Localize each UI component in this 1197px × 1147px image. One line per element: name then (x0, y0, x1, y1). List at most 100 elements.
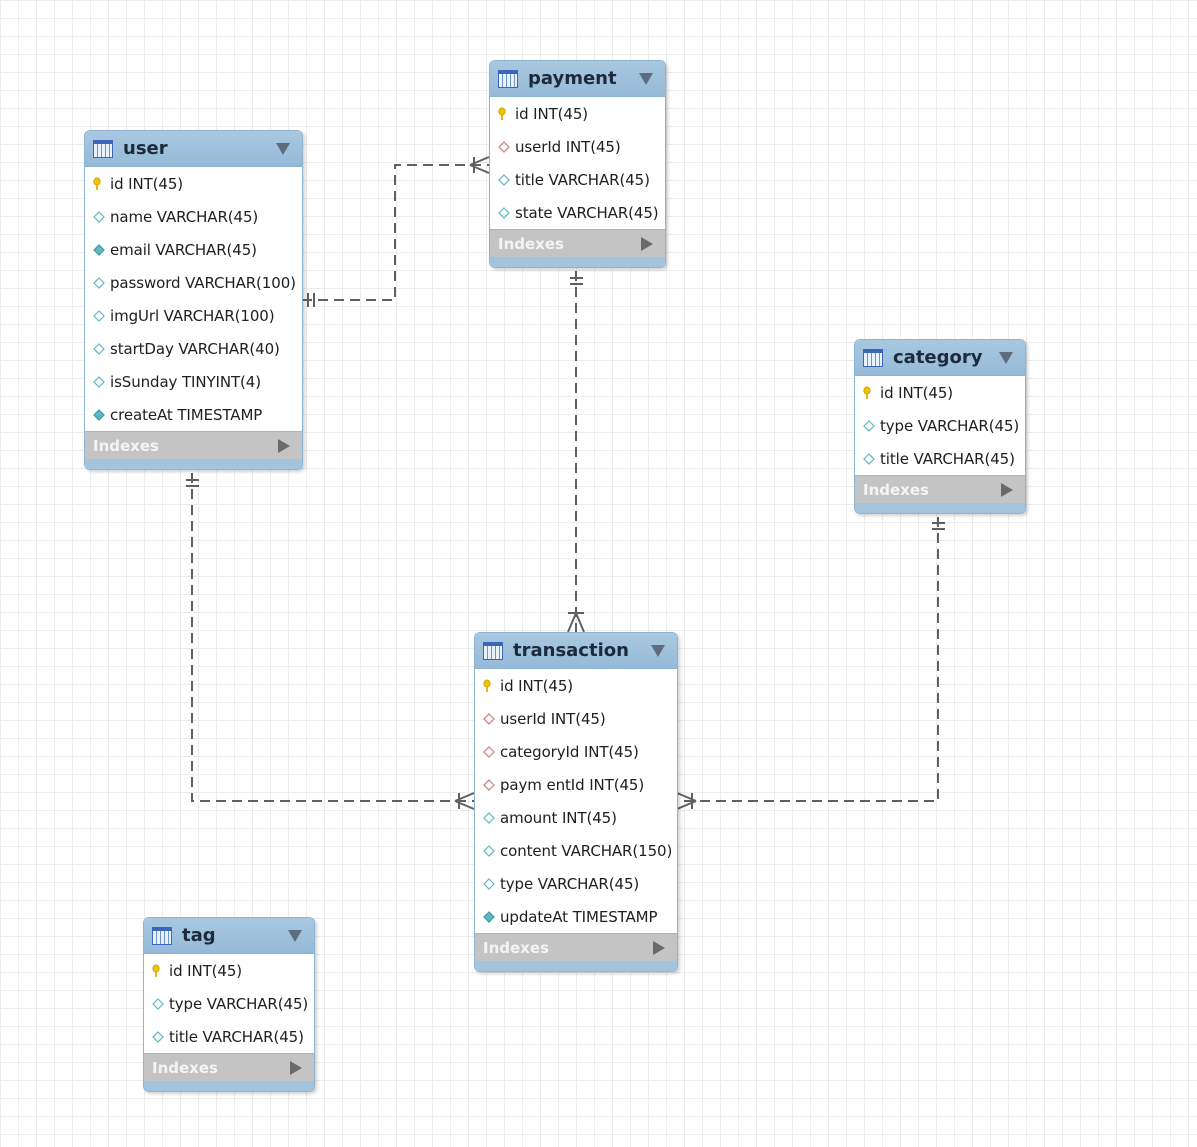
column-row[interactable]: type VARCHAR(45) (855, 409, 1025, 442)
column-name: type VARCHAR(45) (500, 874, 640, 893)
cardinality-one-mandatory-user-payment (307, 293, 315, 307)
column-row[interactable]: password VARCHAR(100) (85, 266, 302, 299)
expand-arrow-icon[interactable] (641, 236, 653, 251)
column-name: id INT(45) (515, 104, 589, 123)
column-diamond-icon (482, 844, 496, 858)
column-row[interactable]: amount INT(45) (475, 801, 677, 834)
entity-header[interactable]: transaction (475, 633, 677, 669)
cardinality-one-mandatory-user-transaction (186, 479, 199, 487)
entity-title: tag (182, 925, 216, 946)
column-row[interactable]: imgUrl VARCHAR(100) (85, 299, 302, 332)
column-list: id INT(45) name VARCHAR(45) email VARCHAR(… (85, 167, 302, 431)
entity-category[interactable]: category id INT(45) type VARCHAR(45)title… (854, 339, 1026, 514)
column-row[interactable]: type VARCHAR(45) (475, 867, 677, 900)
column-row[interactable]: content VARCHAR(150) (475, 834, 677, 867)
entity-header[interactable]: payment (490, 61, 665, 97)
entity-header[interactable]: category (855, 340, 1025, 376)
indexes-bar[interactable]: Indexes (85, 431, 302, 459)
column-row[interactable]: categoryId INT(45) (475, 735, 677, 768)
entity-title: user (123, 138, 168, 159)
column-row[interactable]: id INT(45) (475, 669, 677, 702)
primary-key-icon (482, 679, 496, 693)
column-row[interactable]: id INT(45) (490, 97, 665, 130)
column-filled-diamond-icon (92, 408, 106, 422)
cardinality-crowfoot-transaction-user (454, 792, 475, 810)
relationship-line-user-transaction (191, 473, 474, 802)
expand-arrow-icon[interactable] (653, 940, 665, 955)
column-diamond-icon (92, 375, 106, 389)
collapse-arrow-icon[interactable] (288, 929, 302, 942)
column-row[interactable]: id INT(45) (855, 376, 1025, 409)
entity-payment[interactable]: payment id INT(45) userId INT(45) title VA… (489, 60, 666, 268)
column-name: name VARCHAR(45) (110, 207, 259, 226)
indexes-bar[interactable]: Indexes (490, 229, 665, 257)
column-diamond-icon (862, 452, 876, 466)
collapse-arrow-icon[interactable] (639, 72, 653, 85)
column-diamond-icon (151, 1030, 165, 1044)
indexes-label: Indexes (93, 436, 159, 455)
column-row[interactable]: startDay VARCHAR(40) (85, 332, 302, 365)
cardinality-one-mandatory-category-transaction (932, 522, 945, 530)
column-row[interactable]: type VARCHAR(45) (144, 987, 314, 1020)
collapse-arrow-icon[interactable] (276, 142, 290, 155)
entity-title: category (893, 347, 983, 368)
column-filled-diamond-icon (92, 243, 106, 257)
relationship-line-category-transaction (677, 517, 939, 802)
column-diamond-icon (497, 206, 511, 220)
column-list: id INT(45) type VARCHAR(45)title VARCHAR(… (855, 376, 1025, 475)
column-name: startDay VARCHAR(40) (110, 339, 280, 358)
expand-arrow-icon[interactable] (290, 1060, 302, 1075)
column-row[interactable]: paym entId INT(45) (475, 768, 677, 801)
column-row[interactable]: title VARCHAR(45) (144, 1020, 314, 1053)
expand-arrow-icon[interactable] (1001, 482, 1013, 497)
table-icon (863, 348, 883, 367)
entity-transaction[interactable]: transaction id INT(45)userId INT(45)cate… (474, 632, 678, 972)
entity-header[interactable]: tag (144, 918, 314, 954)
column-name: email VARCHAR(45) (110, 240, 257, 259)
table-icon (152, 926, 172, 945)
indexes-label: Indexes (483, 938, 549, 957)
primary-key-icon (497, 107, 511, 121)
entity-header[interactable]: user (85, 131, 302, 167)
column-row[interactable]: userId INT(45) (475, 702, 677, 735)
relationship-line-user-payment (302, 164, 489, 301)
collapse-arrow-icon[interactable] (999, 351, 1013, 364)
column-name: id INT(45) (169, 961, 243, 980)
collapse-arrow-icon[interactable] (651, 644, 665, 657)
column-row[interactable]: isSunday TINYINT(4) (85, 365, 302, 398)
table-icon (93, 139, 113, 158)
indexes-bar[interactable]: Indexes (475, 933, 677, 961)
entity-user[interactable]: user id INT(45) name VARCHAR(45) email VAR… (84, 130, 303, 470)
column-row[interactable]: id INT(45) (85, 167, 302, 200)
foreign-key-diamond-icon (497, 140, 511, 154)
column-row[interactable]: id INT(45) (144, 954, 314, 987)
column-row[interactable]: title VARCHAR(45) (490, 163, 665, 196)
column-row[interactable]: createAt TIMESTAMP (85, 398, 302, 431)
entity-tag[interactable]: tag id INT(45) type VARCHAR(45) title VARC… (143, 917, 315, 1092)
indexes-label: Indexes (152, 1058, 218, 1077)
column-row[interactable]: name VARCHAR(45) (85, 200, 302, 233)
column-row[interactable]: userId INT(45) (490, 130, 665, 163)
column-diamond-icon (92, 210, 106, 224)
column-diamond-icon (497, 173, 511, 187)
indexes-bar[interactable]: Indexes (144, 1053, 314, 1081)
column-name: id INT(45) (880, 383, 954, 402)
table-icon (498, 69, 518, 88)
primary-key-icon (92, 177, 106, 191)
entity-footer (475, 961, 677, 971)
column-name: updateAt TIMESTAMP (500, 907, 658, 926)
foreign-key-diamond-icon (482, 745, 496, 759)
cardinality-crowfoot-transaction-payment (567, 612, 585, 633)
column-list: id INT(45) userId INT(45) title VARCHAR(45… (490, 97, 665, 229)
expand-arrow-icon[interactable] (278, 438, 290, 453)
column-row[interactable]: state VARCHAR(45) (490, 196, 665, 229)
column-name: title VARCHAR(45) (515, 170, 650, 189)
entity-footer (85, 459, 302, 469)
cardinality-crowfoot-payment (469, 156, 490, 174)
indexes-bar[interactable]: Indexes (855, 475, 1025, 503)
column-row[interactable]: updateAt TIMESTAMP (475, 900, 677, 933)
column-name: title VARCHAR(45) (169, 1027, 304, 1046)
column-row[interactable]: title VARCHAR(45) (855, 442, 1025, 475)
column-row[interactable]: email VARCHAR(45) (85, 233, 302, 266)
